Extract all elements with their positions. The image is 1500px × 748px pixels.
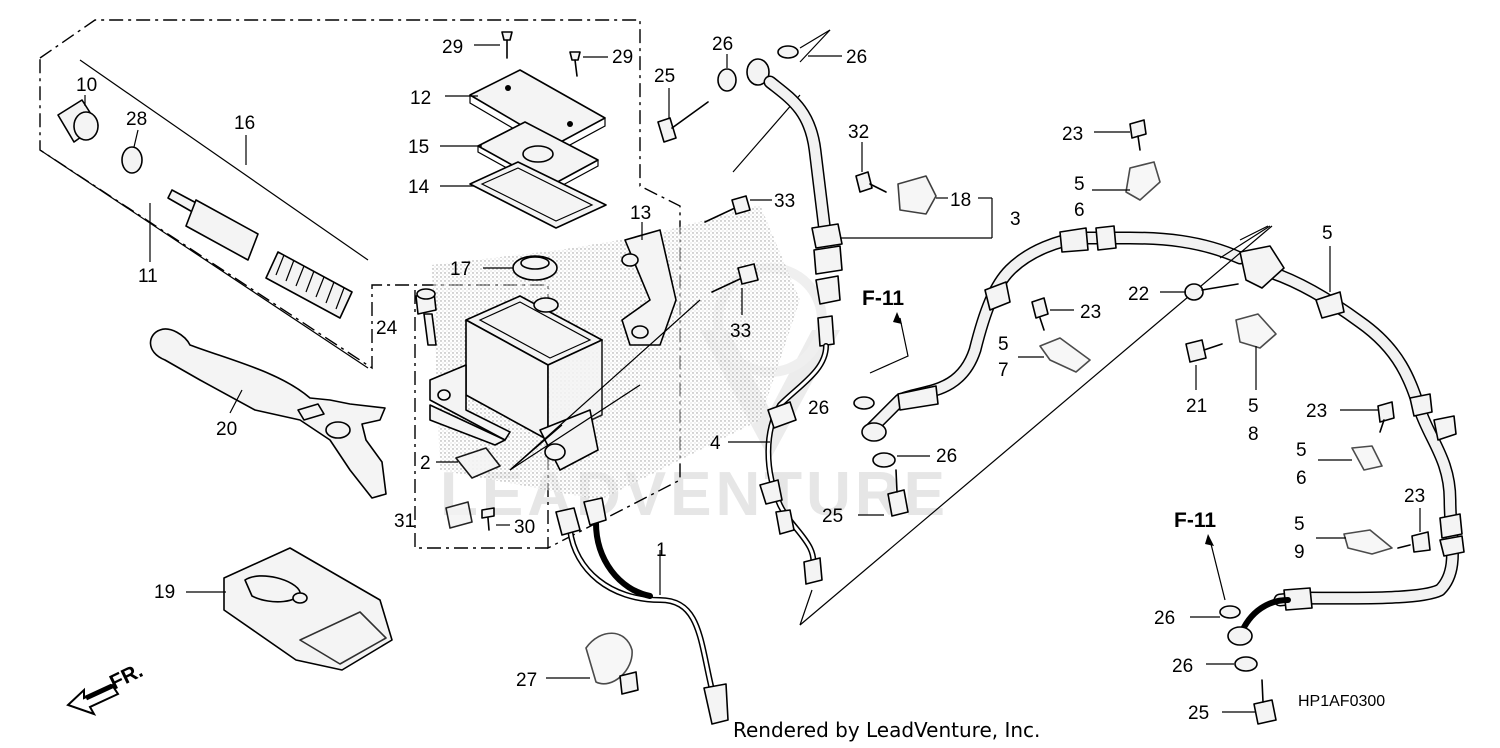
f11-reference-left — [869, 312, 909, 374]
callout-33b: 33 — [730, 321, 751, 342]
part-19-cover — [186, 547, 393, 671]
callout-6b: 6 — [1296, 468, 1307, 489]
callout-labels: 10 28 16 11 29 29 12 15 14 13 17 24 20 2… — [76, 34, 1425, 724]
part-14-diaphragm — [440, 161, 607, 229]
leader-lines-body — [509, 94, 801, 471]
credit-text: Rendered by LeadVenture, Inc. — [733, 718, 1040, 742]
callout-10: 10 — [76, 75, 97, 96]
callout-9: 9 — [1294, 542, 1305, 563]
callout-17: 17 — [450, 259, 471, 280]
callout-23d: 23 — [1404, 486, 1425, 507]
callout-25a: 25 — [654, 66, 675, 87]
callout-21: 21 — [1186, 396, 1207, 417]
part-3-hose — [746, 58, 993, 305]
callout-26e: 26 — [1154, 608, 1175, 629]
callout-23c: 23 — [1306, 401, 1327, 422]
callout-4: 4 — [710, 433, 721, 454]
callout-29a: 29 — [442, 37, 463, 58]
part-21-bolt — [1185, 339, 1223, 390]
part-33-bolts — [704, 195, 772, 315]
callout-1: 1 — [656, 540, 667, 561]
callout-30: 30 — [514, 517, 535, 538]
part-28-ring — [121, 129, 143, 174]
callout-26f: 26 — [1172, 656, 1193, 677]
callout-13: 13 — [630, 203, 651, 224]
callout-22: 22 — [1128, 284, 1149, 305]
part-18-bracket — [897, 175, 948, 215]
callout-6a: 6 — [1074, 200, 1085, 221]
master-cylinder-outline — [39, 19, 681, 550]
callout-28: 28 — [126, 109, 147, 130]
part-5-hose-left — [863, 225, 1247, 437]
callout-29b: 29 — [612, 47, 633, 68]
callout-19: 19 — [154, 582, 175, 603]
part-32-bolt — [855, 142, 887, 193]
f11-reference-right — [1205, 534, 1226, 601]
callout-5e: 5 — [1296, 440, 1307, 461]
part-30-screw — [481, 507, 510, 531]
callout-24: 24 — [376, 318, 398, 339]
callout-8: 8 — [1248, 424, 1259, 445]
part-31-nut — [445, 501, 473, 529]
part-1-switch-harness — [555, 497, 729, 725]
callout-5f: 5 — [1294, 514, 1305, 535]
part-26-washers-right — [1190, 605, 1258, 672]
callout-7: 7 — [998, 360, 1009, 381]
part-5-clamps — [1018, 161, 1393, 555]
part-13-clamp — [621, 222, 677, 346]
part-29-screws — [474, 31, 608, 77]
callout-31: 31 — [394, 511, 415, 532]
front-direction-indicator: FR. — [66, 659, 147, 716]
diagram-code: HP1AF0300 — [1298, 693, 1385, 710]
callout-12: 12 — [410, 88, 431, 109]
part-17-boot — [483, 255, 558, 281]
part-10-bushing — [57, 95, 99, 143]
callout-23b: 23 — [1080, 302, 1101, 323]
master-cylinder-body — [429, 295, 603, 471]
callout-23a: 23 — [1062, 124, 1083, 145]
callout-11: 11 — [138, 266, 158, 287]
part-5-hose-right — [1219, 225, 1465, 639]
callout-15: 15 — [408, 137, 429, 158]
piston-assembly — [167, 189, 353, 319]
part-25-bolt-middle — [858, 469, 909, 517]
callout-26a: 26 — [712, 34, 733, 55]
part-25-bolt-bottom — [1222, 679, 1277, 725]
callout-16: 16 — [234, 113, 255, 134]
callout-27: 27 — [516, 670, 537, 691]
callout-26b: 26 — [846, 47, 867, 68]
part-4-brake-pipe — [728, 315, 835, 585]
part-26-washer-top — [717, 29, 842, 92]
callout-5a: 5 — [1074, 174, 1085, 195]
callout-5c: 5 — [1322, 223, 1333, 244]
callout-26c: 26 — [808, 398, 829, 419]
callout-5b: 5 — [998, 334, 1009, 355]
callout-2: 2 — [420, 453, 431, 474]
bracket-lines — [39, 59, 369, 369]
part-2-switch — [436, 447, 501, 479]
part-23-bolts — [1031, 119, 1431, 553]
callout-25c: 25 — [1188, 703, 1209, 724]
callout-5d: 5 — [1248, 396, 1259, 417]
callout-33a: 33 — [774, 191, 795, 212]
callout-14: 14 — [408, 177, 430, 198]
part-26-washers-left — [853, 396, 930, 468]
callout-26d: 26 — [936, 446, 957, 467]
part-24-pin — [415, 288, 437, 346]
callout-3: 3 — [1010, 209, 1021, 230]
callout-20: 20 — [216, 419, 237, 440]
part-25-bolt-top — [657, 88, 709, 143]
part-22-bolt — [1160, 283, 1239, 301]
callout-25b: 25 — [822, 506, 843, 527]
part-20-lever — [149, 328, 387, 499]
callout-32: 32 — [848, 122, 869, 143]
part-27-clamp — [546, 632, 639, 695]
f11-label-right: F-11 — [1174, 509, 1216, 532]
f11-label-left: F-11 — [862, 287, 904, 310]
callout-18: 18 — [950, 190, 971, 211]
